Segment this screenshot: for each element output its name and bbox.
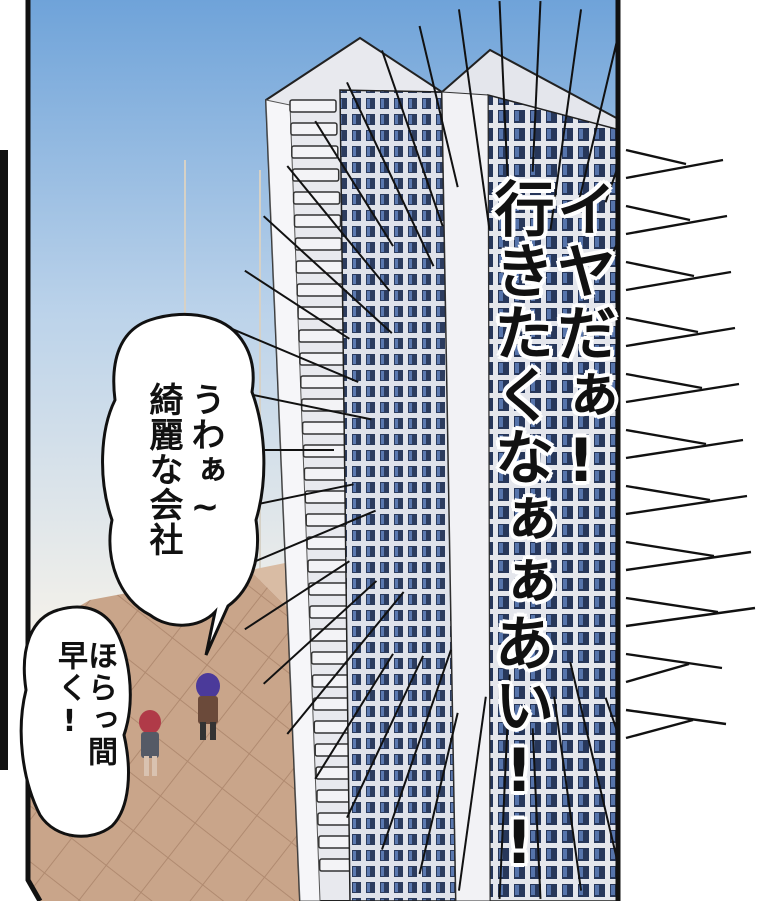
focus-line xyxy=(346,81,435,267)
focus-line xyxy=(604,697,618,850)
burst-line xyxy=(625,652,723,670)
focus-line xyxy=(418,712,459,875)
tower-balcony xyxy=(299,352,347,366)
burst-line xyxy=(625,438,744,460)
bubble-hurry-line-1: ほらっ間 xyxy=(82,640,117,768)
focus-line xyxy=(457,9,491,230)
panel-border-left xyxy=(25,0,43,903)
focus-line xyxy=(263,215,393,334)
focus-line xyxy=(569,661,618,875)
burst-line xyxy=(625,484,711,502)
tower-balcony xyxy=(294,237,343,251)
focus-line xyxy=(553,696,583,891)
burst-line xyxy=(625,596,719,614)
focus-line xyxy=(635,121,725,266)
tower-balcony xyxy=(292,191,341,205)
tower-balcony xyxy=(289,99,337,113)
focus-line xyxy=(604,50,618,203)
burst-line xyxy=(625,382,740,404)
burst-line xyxy=(625,540,715,558)
burst-line xyxy=(625,204,691,222)
burst-line xyxy=(625,148,687,166)
burst-line xyxy=(625,708,727,726)
tower-balcony xyxy=(303,467,352,481)
focus-line xyxy=(286,165,391,292)
focus-line xyxy=(244,560,350,631)
burst-line xyxy=(625,372,703,390)
tower-balcony xyxy=(296,283,344,297)
speech-bubble-company xyxy=(101,312,266,656)
focus-line xyxy=(230,327,359,383)
burst-line xyxy=(625,718,694,740)
focus-line xyxy=(314,653,394,780)
focus-line xyxy=(699,329,758,375)
focus-line xyxy=(346,655,425,819)
burst-line xyxy=(625,428,707,446)
focus-line xyxy=(549,9,583,230)
burst-line xyxy=(625,260,695,278)
focus-line xyxy=(244,269,350,340)
focus-line xyxy=(457,696,487,891)
adjacent-panel-strip xyxy=(0,0,14,901)
burst-line xyxy=(625,494,748,516)
tower-balcony xyxy=(301,421,350,435)
burst-line xyxy=(625,606,756,628)
burst-line xyxy=(625,158,724,180)
tower-left xyxy=(264,36,458,901)
focus-line xyxy=(314,120,394,247)
focus-line xyxy=(381,649,452,850)
shout-line-2: 行きたくなぁぁあい!! xyxy=(484,178,554,880)
character-purple-hair xyxy=(196,673,220,740)
focus-line xyxy=(648,216,758,333)
bubble-company-line-1: うわぁ~ xyxy=(185,382,225,528)
tower-balcony xyxy=(291,145,339,159)
focus-line xyxy=(498,674,511,899)
focus-line xyxy=(381,50,444,227)
main-panel-scene xyxy=(28,0,758,901)
burst-lines-outside xyxy=(625,148,756,740)
tower-balcony xyxy=(300,375,348,389)
focus-line xyxy=(531,1,542,172)
tower-balcony xyxy=(290,122,338,136)
burst-line xyxy=(625,270,732,292)
bubble-company-text: うわぁ~ 綺麗な会社 xyxy=(116,382,226,592)
speech-bubble-hurry xyxy=(19,605,132,838)
bubble-hurry-line-2: 早く! xyxy=(52,640,87,741)
burst-line xyxy=(625,550,752,572)
character-red-hair xyxy=(139,710,161,776)
focus-line xyxy=(263,580,378,685)
focus-line xyxy=(674,271,758,350)
focus-line xyxy=(575,25,618,213)
bubble-company-line-2: 綺麗な会社 xyxy=(143,382,183,557)
bubble-hurry-text: ほらっ間 早く! xyxy=(52,640,117,820)
focus-line xyxy=(699,525,758,571)
focus-line xyxy=(531,728,542,899)
burst-line xyxy=(625,316,699,334)
tower-balcony xyxy=(291,168,340,182)
focus-line xyxy=(498,1,510,199)
shout-text: イヤだぁ! 行きたくなぁぁあい!! xyxy=(452,178,616,880)
focus-line xyxy=(622,614,724,778)
burst-line xyxy=(625,662,690,684)
focus-line xyxy=(286,591,405,735)
burst-line xyxy=(625,214,728,236)
focus-line xyxy=(418,25,459,188)
shout-line-1: イヤだぁ! xyxy=(546,178,616,498)
burst-line xyxy=(625,326,736,348)
